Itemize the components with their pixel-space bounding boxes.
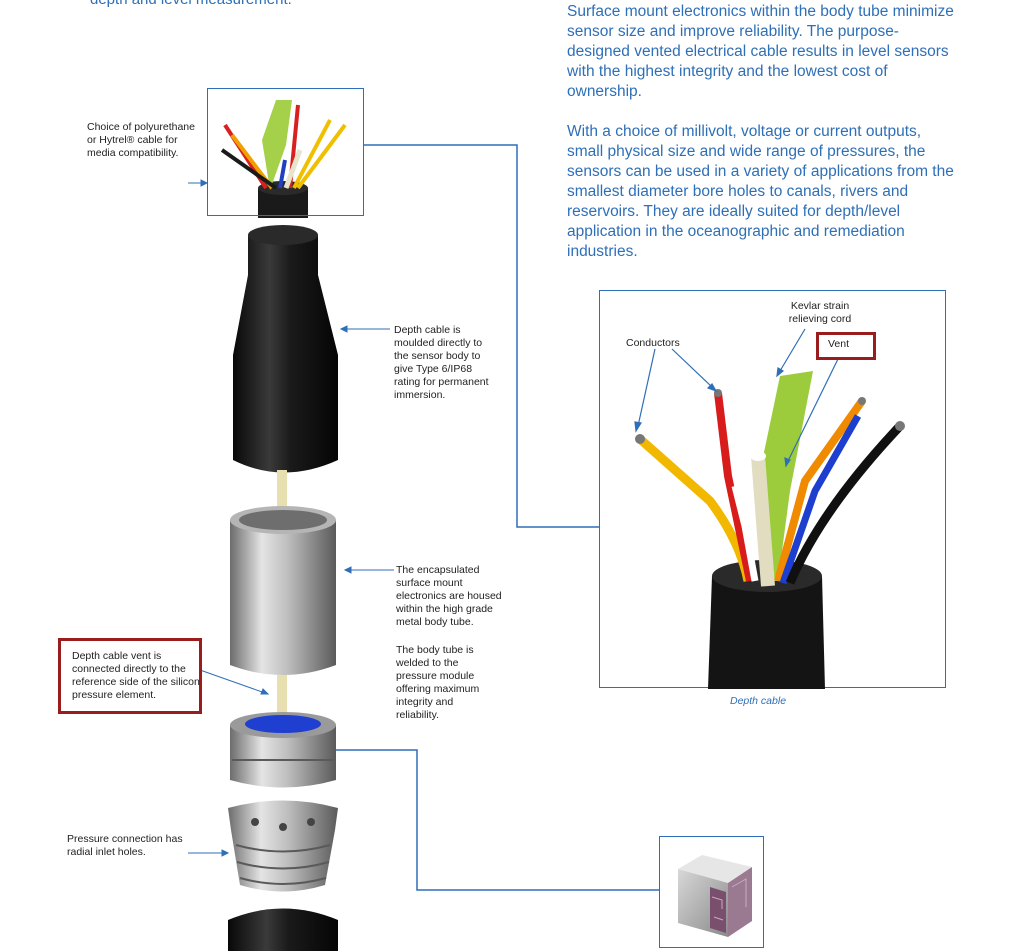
callout-pressure-connection: Pressure connection has radial inlet hol… (67, 833, 183, 858)
kevlar-label: Kevlar strain relieving cord (788, 300, 852, 325)
body-paragraph-2: With a choice of millivolt, voltage or c… (567, 123, 954, 260)
callout-arrows (188, 179, 394, 857)
vent-tube-lower (277, 675, 287, 715)
depth-cable-caption: Depth cable (730, 695, 787, 707)
depth-cable-detail-drawing (634, 328, 905, 689)
cable-bundle-highlight-box (207, 88, 364, 216)
pressure-module-drawing (230, 712, 336, 788)
vent-tube-upper (277, 470, 287, 515)
vent-connection-callout-box: Depth cable vent is connected directly t… (58, 638, 202, 714)
vent-label: Vent (828, 338, 850, 350)
pressure-chip-drawing (678, 855, 752, 937)
pressure-chip-panel (659, 836, 764, 948)
conductors-label: Conductors (626, 337, 680, 349)
callout-vent-connection: Depth cable vent is connected directly t… (72, 650, 200, 701)
moulded-cable-body-drawing (233, 225, 338, 473)
callout-encapsulated-electronics: The encapsulated surface mount electroni… (396, 564, 502, 628)
body-paragraph-1: Surface mount electronics within the bod… (567, 3, 954, 100)
callout-depth-cable-moulded: Depth cable is moulded directly to the s… (394, 324, 489, 401)
callout-cable-choice: Choice of polyurethane or Hytrel® cable … (87, 121, 195, 159)
callout-body-tube-welded: The body tube is welded to the pressure … (396, 644, 480, 721)
depth-cable-detail-panel: Kevlar strain relieving cord Conductors … (599, 290, 946, 689)
connector-lines (333, 144, 660, 891)
metal-body-tube-drawing (230, 506, 336, 675)
cut-heading: depth and level measurement. (90, 0, 292, 8)
top-cable-bundle-drawing (220, 100, 347, 218)
bottom-cap-drawing (228, 908, 338, 951)
pressure-connection-drawing (228, 800, 338, 892)
vent-label-box: Vent (816, 332, 876, 360)
